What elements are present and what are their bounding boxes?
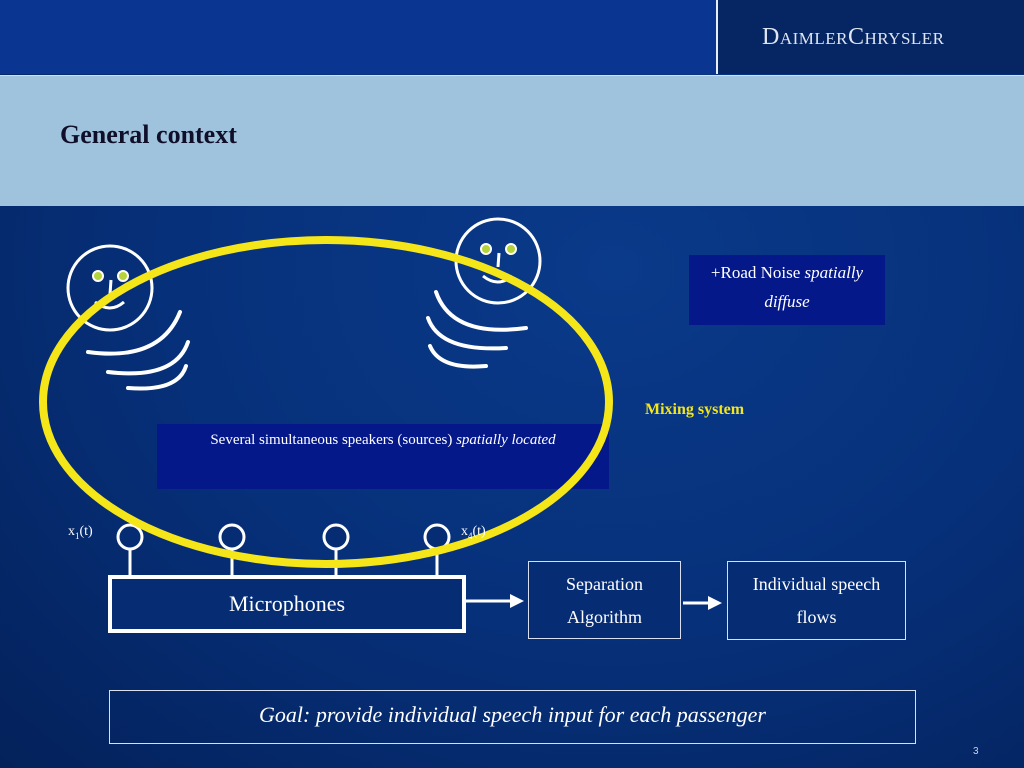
arrow-to-output-icon — [683, 596, 722, 610]
separation-line-1: Separation — [566, 574, 643, 594]
microphone-head-2 — [218, 523, 246, 551]
individual-speech-box: Individual speech flows — [727, 561, 906, 640]
title-band — [0, 75, 1024, 206]
arrow-to-separation-icon — [460, 594, 524, 608]
sound-waves-left-icon — [86, 310, 190, 391]
microphone-head-3 — [322, 523, 350, 551]
speakers-emphasis: spatially located — [456, 432, 556, 448]
microphones-box: Microphones — [108, 575, 466, 633]
road-noise-text: +Road Noise — [710, 263, 805, 282]
speakers-box: Several simultaneous speakers (sources) … — [157, 424, 609, 489]
sound-waves-right-icon — [426, 290, 528, 369]
microphone-head-1 — [116, 523, 144, 551]
page-title: General context — [60, 120, 237, 149]
road-noise-box: +Road Noise spatially diffuse — [689, 255, 885, 325]
page-number: 3 — [973, 746, 979, 757]
logo-area — [718, 0, 1024, 74]
speaker-face-right-icon — [454, 217, 542, 305]
top-bar-divider — [716, 0, 718, 74]
speakers-text: Several simultaneous speakers (sources) — [210, 432, 457, 448]
separation-algorithm-box: Separation Algorithm — [528, 561, 681, 639]
output-line-2: flows — [796, 607, 837, 627]
road-noise-emphasis: spatially diffuse — [764, 263, 864, 311]
separation-line-2: Algorithm — [567, 607, 642, 627]
goal-box: Goal: provide individual speech input fo… — [109, 690, 916, 744]
company-logo: DaimlerChrysler — [762, 24, 945, 50]
signal-label-last: x4(t) — [461, 524, 486, 541]
microphones-label: Microphones — [228, 591, 346, 616]
output-line-1: Individual speech — [752, 574, 881, 594]
signal-label-first: x1(t) — [68, 524, 93, 541]
speaker-face-left-icon — [66, 244, 154, 332]
microphone-head-4 — [423, 523, 451, 551]
mixing-system-label: Mixing system — [645, 401, 745, 418]
goal-text: Goal: provide individual speech input fo… — [259, 702, 766, 727]
